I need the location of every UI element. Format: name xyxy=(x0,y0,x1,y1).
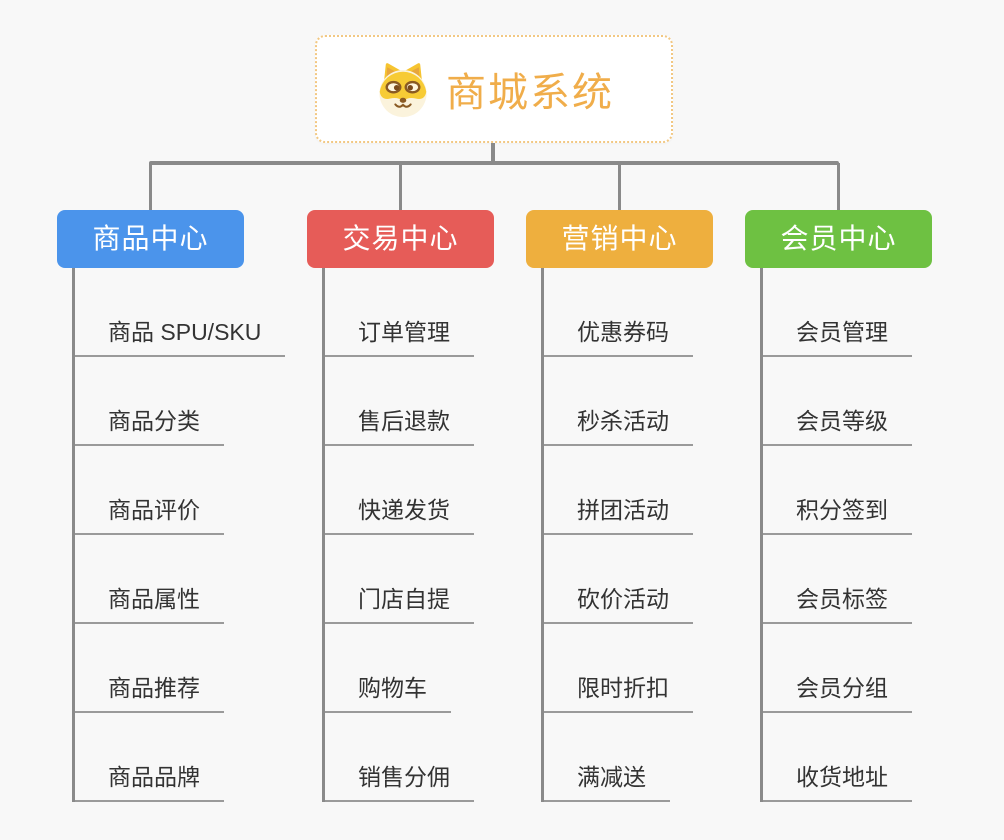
leaf-node[interactable]: 会员管理 xyxy=(763,268,912,357)
leaf-node[interactable]: 购物车 xyxy=(325,624,451,713)
leaf-node[interactable]: 销售分佣 xyxy=(325,713,474,802)
leaf-node[interactable]: 商品评价 xyxy=(75,446,224,535)
branch-drop-connector xyxy=(837,163,840,210)
branch-leaves-trade: 订单管理 售后退款 快递发货 门店自提 购物车 销售分佣 xyxy=(322,268,474,802)
branch-drop-connector xyxy=(618,163,621,210)
branch-drop-connector xyxy=(399,163,402,210)
leaf-node[interactable]: 售后退款 xyxy=(325,357,474,446)
leaf-node[interactable]: 快递发货 xyxy=(325,446,474,535)
leaf-node[interactable]: 拼团活动 xyxy=(544,446,693,535)
leaf-node[interactable]: 优惠券码 xyxy=(544,268,693,357)
leaf-node[interactable]: 收货地址 xyxy=(763,713,912,802)
branch-node-marketing-center[interactable]: 营销中心 xyxy=(526,210,713,268)
leaf-node[interactable]: 会员等级 xyxy=(763,357,912,446)
leaf-node[interactable]: 会员标签 xyxy=(763,535,912,624)
branch-leaves-product: 商品 SPU/SKU 商品分类 商品评价 商品属性 商品推荐 商品品牌 xyxy=(72,268,286,802)
branch-drop-connector xyxy=(149,163,152,210)
branch-node-member-center[interactable]: 会员中心 xyxy=(745,210,932,268)
leaf-node[interactable]: 限时折扣 xyxy=(544,624,693,713)
doge-icon xyxy=(379,63,427,118)
leaf-node[interactable]: 会员分组 xyxy=(763,624,912,713)
leaf-node[interactable]: 商品推荐 xyxy=(75,624,224,713)
leaf-node[interactable]: 满减送 xyxy=(544,713,670,802)
root-title: 商城系统 xyxy=(446,71,614,115)
branch-bus-connector xyxy=(149,161,839,165)
branch-leaves-marketing: 优惠券码 秒杀活动 拼团活动 砍价活动 限时折扣 满减送 xyxy=(541,268,693,802)
leaf-node[interactable]: 积分签到 xyxy=(763,446,912,535)
leaf-node[interactable]: 商品属性 xyxy=(75,535,224,624)
leaf-node[interactable]: 订单管理 xyxy=(325,268,474,357)
branch-node-trade-center[interactable]: 交易中心 xyxy=(307,210,494,268)
leaf-node[interactable]: 商品品牌 xyxy=(75,713,224,802)
branch-leaves-member: 会员管理 会员等级 积分签到 会员标签 会员分组 收货地址 xyxy=(760,268,912,802)
leaf-node[interactable]: 商品分类 xyxy=(75,357,224,446)
leaf-node[interactable]: 门店自提 xyxy=(325,535,474,624)
leaf-node[interactable]: 商品 SPU/SKU xyxy=(75,268,286,357)
branch-node-product-center[interactable]: 商品中心 xyxy=(57,210,244,268)
leaf-node[interactable]: 秒杀活动 xyxy=(544,357,693,446)
root-node[interactable]: 商城系统 xyxy=(315,35,673,143)
root-stem-connector xyxy=(491,143,495,163)
leaf-node[interactable]: 砍价活动 xyxy=(544,535,693,624)
